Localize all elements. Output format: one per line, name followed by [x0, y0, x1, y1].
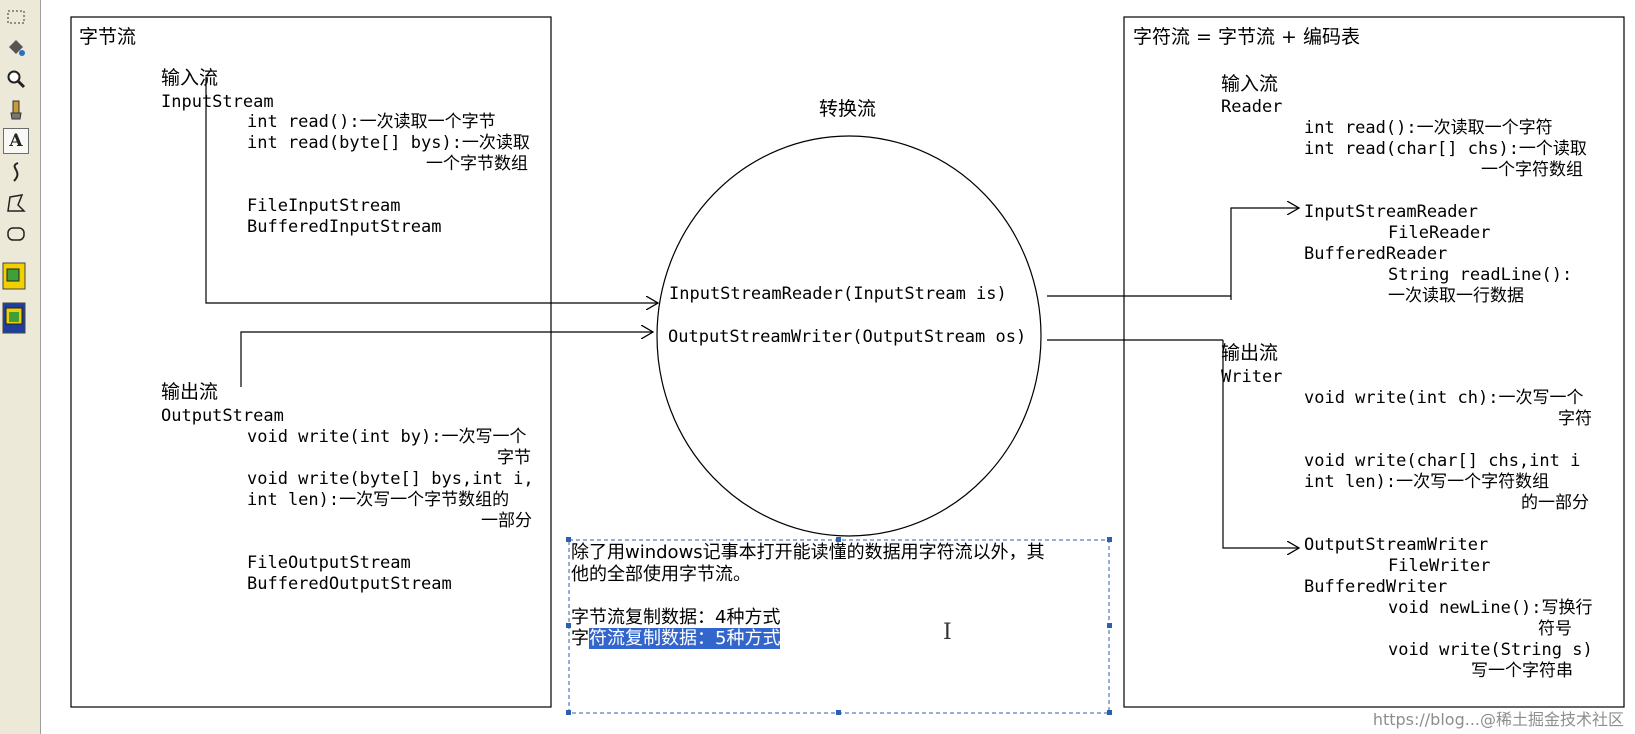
to-osw-arrow — [1222, 340, 1299, 548]
fill-tool-icon[interactable] — [3, 35, 29, 61]
write-byte-array-len: int len):一次写一个字节数组的 — [247, 490, 510, 510]
write-byte-array: void write(byte[] bys,int i, — [247, 469, 534, 489]
new-line-method: void newLine():写换行 — [1388, 598, 1593, 618]
output-stream-writer: OutputStreamWriter — [1304, 535, 1489, 555]
note-line-1[interactable]: 除了用windows记事本打开能读懂的数据用字符流以外，其 — [571, 542, 1045, 563]
new-line-method-cont: 符号 — [1538, 619, 1572, 639]
buffered-reader: BufferedReader — [1304, 244, 1448, 264]
write-single-char-cont: 字符 — [1558, 409, 1592, 429]
output-stream-writer-ctor: OutputStreamWriter(OutputStream os) — [668, 327, 1027, 347]
drawing-canvas[interactable]: 字节流 输入流 InputStream int read():一次读取一个字节 … — [40, 0, 1635, 734]
foreground-color-icon[interactable] — [2, 262, 26, 290]
write-single-byte: void write(int by):一次写一个 — [247, 427, 527, 447]
input-stream-reader-ctor: InputStreamReader(InputStream is) — [669, 284, 1007, 304]
note-line-2[interactable]: 他的全部使用字节流。 — [571, 564, 751, 585]
output-stream-class: OutputStream — [161, 406, 284, 426]
write-single-byte-cont: 字节 — [497, 448, 531, 468]
text-tool-icon[interactable]: A — [3, 128, 29, 154]
input-stream-heading: 输入流 — [161, 67, 219, 89]
note-line-3[interactable]: 字节流复制数据：4种方式 — [571, 607, 781, 628]
buffered-output-stream: BufferedOutputStream — [247, 574, 452, 594]
file-reader: FileReader — [1388, 223, 1491, 243]
rounded-rect-tool-icon[interactable] — [3, 221, 29, 247]
diagram-lines — [70, 16, 1625, 715]
watermark: https://blog...@稀土掘金技术社区 — [1372, 710, 1624, 729]
pencil-tool-icon[interactable] — [3, 97, 29, 123]
file-output-stream: FileOutputStream — [247, 553, 411, 573]
buffered-input-stream: BufferedInputStream — [247, 217, 442, 237]
write-char-array: void write(char[] chs,int i — [1304, 451, 1581, 471]
selected-text[interactable]: 符流复制数据：5种方式 — [589, 628, 781, 649]
read-line-method: String readLine(): — [1388, 265, 1573, 285]
curve-tool-icon[interactable] — [3, 159, 29, 185]
read-byte-array-cont: 一个字节数组 — [426, 154, 528, 174]
note-line-4-prefix: 字 — [571, 628, 589, 649]
write-char-array-len: int len):一次写一个字符数组 — [1304, 472, 1550, 492]
select-tool-icon[interactable] — [3, 4, 29, 30]
write-char-array-part: 的一部分 — [1521, 493, 1589, 513]
byte-stream-title: 字节流 — [79, 26, 137, 48]
input-stream-reader: InputStreamReader — [1304, 202, 1478, 222]
writer-heading: 输出流 — [1221, 342, 1279, 364]
byte-stream-panel — [70, 16, 552, 708]
conversion-stream-title: 转换流 — [819, 98, 877, 120]
read-line-desc: 一次读取一行数据 — [1388, 286, 1524, 306]
read-char-array: int read(char[] chs):一个读取 — [1304, 139, 1587, 159]
text-cursor-icon: I — [943, 620, 952, 645]
write-string-desc: 写一个字符串 — [1471, 661, 1573, 681]
write-string-method: void write(String s) — [1388, 640, 1593, 660]
zoom-tool-icon[interactable] — [3, 66, 29, 92]
file-writer: FileWriter — [1388, 556, 1491, 576]
to-isr-arrow — [1230, 208, 1299, 300]
note-line-4[interactable]: 字符流复制数据：5种方式 — [571, 628, 781, 649]
read-single-byte: int read():一次读取一个字节 — [247, 112, 496, 132]
buffered-writer: BufferedWriter — [1304, 577, 1448, 597]
write-single-char: void write(int ch):一次写一个 — [1304, 388, 1584, 408]
char-stream-panel — [1123, 16, 1625, 708]
read-single-char: int read():一次读取一个字符 — [1304, 118, 1553, 138]
char-stream-title: 字符流 = 字节流 + 编码表 — [1133, 26, 1360, 48]
write-byte-array-part: 一部分 — [481, 511, 532, 531]
input-to-reader-arrow — [205, 77, 658, 303]
output-to-writer-arrow — [240, 332, 653, 387]
file-input-stream: FileInputStream — [247, 196, 401, 216]
output-stream-heading: 输出流 — [161, 381, 219, 403]
background-color-icon[interactable] — [2, 302, 26, 334]
writer-class: Writer — [1221, 367, 1283, 387]
conversion-circle — [656, 135, 1042, 537]
polygon-tool-icon[interactable] — [3, 190, 29, 216]
reader-class: Reader — [1221, 97, 1283, 117]
input-stream-class: InputStream — [161, 92, 274, 112]
tool-palette: A — [0, 0, 41, 734]
read-char-array-cont: 一个字符数组 — [1481, 160, 1583, 180]
read-byte-array: int read(byte[] bys):一次读取 — [247, 133, 530, 153]
reader-heading: 输入流 — [1221, 73, 1279, 95]
